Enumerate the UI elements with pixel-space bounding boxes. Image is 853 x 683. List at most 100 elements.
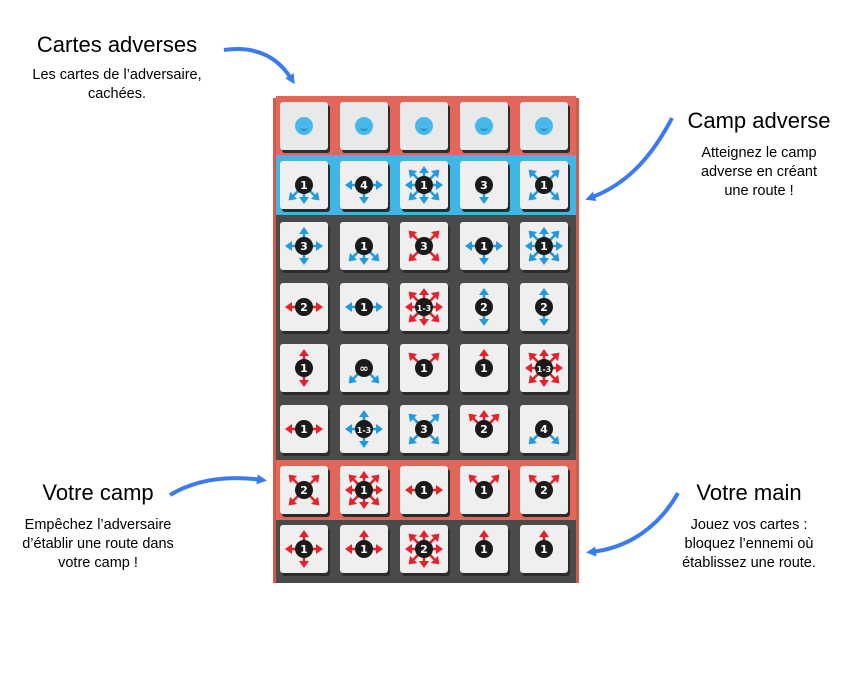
board-card[interactable]: 1 — [520, 161, 568, 209]
arrowhead-icon — [408, 435, 418, 445]
card-value: 1 — [540, 179, 548, 192]
callout-opponent-cards: Cartes adverses Les cartes de l’adversai… — [2, 32, 232, 104]
board-card[interactable]: 1 — [340, 283, 388, 331]
card-art: 1 — [528, 169, 560, 201]
card-value: 3 — [420, 423, 428, 436]
card-token — [535, 176, 553, 194]
arrowhead-icon — [479, 197, 489, 204]
callout-description: Atteignez le camp adverse en créant une … — [700, 145, 818, 199]
card-art: 2 — [535, 288, 553, 326]
card-art: 1 — [475, 530, 493, 558]
arrowhead-icon — [405, 180, 412, 190]
board-card[interactable]: 1 — [340, 466, 388, 514]
arrowhead-icon — [550, 230, 560, 240]
arrowhead-icon — [408, 230, 418, 240]
card-art: 1 — [345, 471, 383, 509]
board-card[interactable]: 2 — [460, 283, 508, 331]
board-card[interactable]: 1-3 — [340, 405, 388, 453]
board-card[interactable]: 2 — [520, 283, 568, 331]
board-card[interactable]: 4 — [340, 161, 388, 209]
arrowhead-icon — [539, 349, 549, 356]
card-art: 4 — [345, 176, 383, 204]
arrowhead-icon — [359, 441, 369, 448]
arrowhead-icon — [348, 474, 358, 484]
card-art: 1 — [465, 237, 503, 265]
board-card[interactable]: 4 — [520, 405, 568, 453]
card-value: 1 — [480, 240, 488, 253]
board-card[interactable]: 1 — [460, 466, 508, 514]
board-card[interactable]: 1 — [400, 161, 448, 209]
board-card[interactable]: 2 — [280, 466, 328, 514]
arrowhead-icon — [316, 424, 323, 434]
arrowhead-icon — [376, 424, 383, 434]
callout-opponent-camp: Camp adverse Atteignez le camp adverse e… — [670, 108, 848, 201]
arrowhead-icon — [465, 241, 472, 251]
board-card[interactable]: 1 — [400, 344, 448, 392]
board-card[interactable]: 1 — [280, 161, 328, 209]
board-card[interactable]: 2 — [460, 405, 508, 453]
board-card[interactable]: 2 — [520, 466, 568, 514]
card-token — [415, 298, 433, 316]
arrowhead-icon — [405, 302, 412, 312]
board-card[interactable]: 1 — [340, 222, 388, 270]
arrow-to-your-camp — [168, 474, 267, 497]
arrowhead-icon — [316, 302, 323, 312]
card-art: 1-3 — [405, 288, 443, 326]
callout-description: Les cartes de l’adversaire, cachées. — [32, 67, 202, 102]
card-art: 3 — [408, 413, 440, 445]
board-card[interactable]: 1 — [460, 344, 508, 392]
card-back-icon — [535, 117, 553, 135]
arrowhead-icon — [436, 544, 443, 554]
arrowhead-icon — [419, 319, 429, 326]
hand-card[interactable]: 1 — [520, 525, 568, 573]
card-token — [535, 420, 553, 438]
board-card[interactable]: 3 — [400, 222, 448, 270]
hand-card[interactable]: 2 — [400, 525, 448, 573]
card-art: 1 — [285, 420, 323, 438]
arrowhead-icon — [348, 496, 358, 506]
card-art: 4 — [528, 420, 560, 445]
board-card[interactable]: 1 — [280, 405, 328, 453]
board-card[interactable]: ∞ — [340, 344, 388, 392]
card-token — [535, 237, 553, 255]
board-card[interactable]: 3 — [460, 161, 508, 209]
arrowhead-icon — [316, 544, 323, 554]
board-card[interactable]: 3 — [280, 222, 328, 270]
board-card[interactable]: 3 — [400, 405, 448, 453]
hand-card[interactable]: 1 — [280, 525, 328, 573]
board-card[interactable]: 1 — [400, 466, 448, 514]
card-art: 1 — [348, 237, 380, 265]
board-card[interactable]: 1-3 — [400, 283, 448, 331]
arrowhead-icon — [288, 496, 298, 506]
arrowhead-icon — [299, 561, 309, 568]
arrowhead-icon — [430, 191, 440, 201]
arrowhead-icon — [528, 230, 538, 240]
arrowhead-icon — [479, 288, 489, 295]
card-value: 1 — [360, 240, 368, 253]
board-card[interactable]: 1 — [460, 222, 508, 270]
arrowhead-icon — [479, 319, 489, 326]
hand-card[interactable]: 1 — [460, 525, 508, 573]
board-card[interactable]: 1-3 — [520, 344, 568, 392]
arrowhead-icon — [299, 258, 309, 265]
card-art: 1 — [405, 166, 443, 204]
opponent-hidden-card — [280, 102, 328, 150]
board-card[interactable]: 2 — [280, 283, 328, 331]
arrowhead-icon — [430, 413, 440, 423]
opponent-hidden-card — [400, 102, 448, 150]
arrowhead-icon — [550, 191, 560, 201]
board-card[interactable]: 1 — [280, 344, 328, 392]
arrowhead-icon — [528, 374, 538, 384]
board-card[interactable]: 1 — [520, 222, 568, 270]
arrowhead-icon — [359, 258, 369, 265]
card-token — [475, 176, 493, 194]
card-art: 1 — [408, 352, 440, 377]
hand-card[interactable]: 1 — [340, 525, 388, 573]
card-art: 1 — [295, 349, 313, 387]
arrowhead-icon — [436, 485, 443, 495]
arrowhead-icon — [310, 496, 320, 506]
arrowhead-icon — [539, 380, 549, 387]
card-value: 3 — [480, 179, 488, 192]
